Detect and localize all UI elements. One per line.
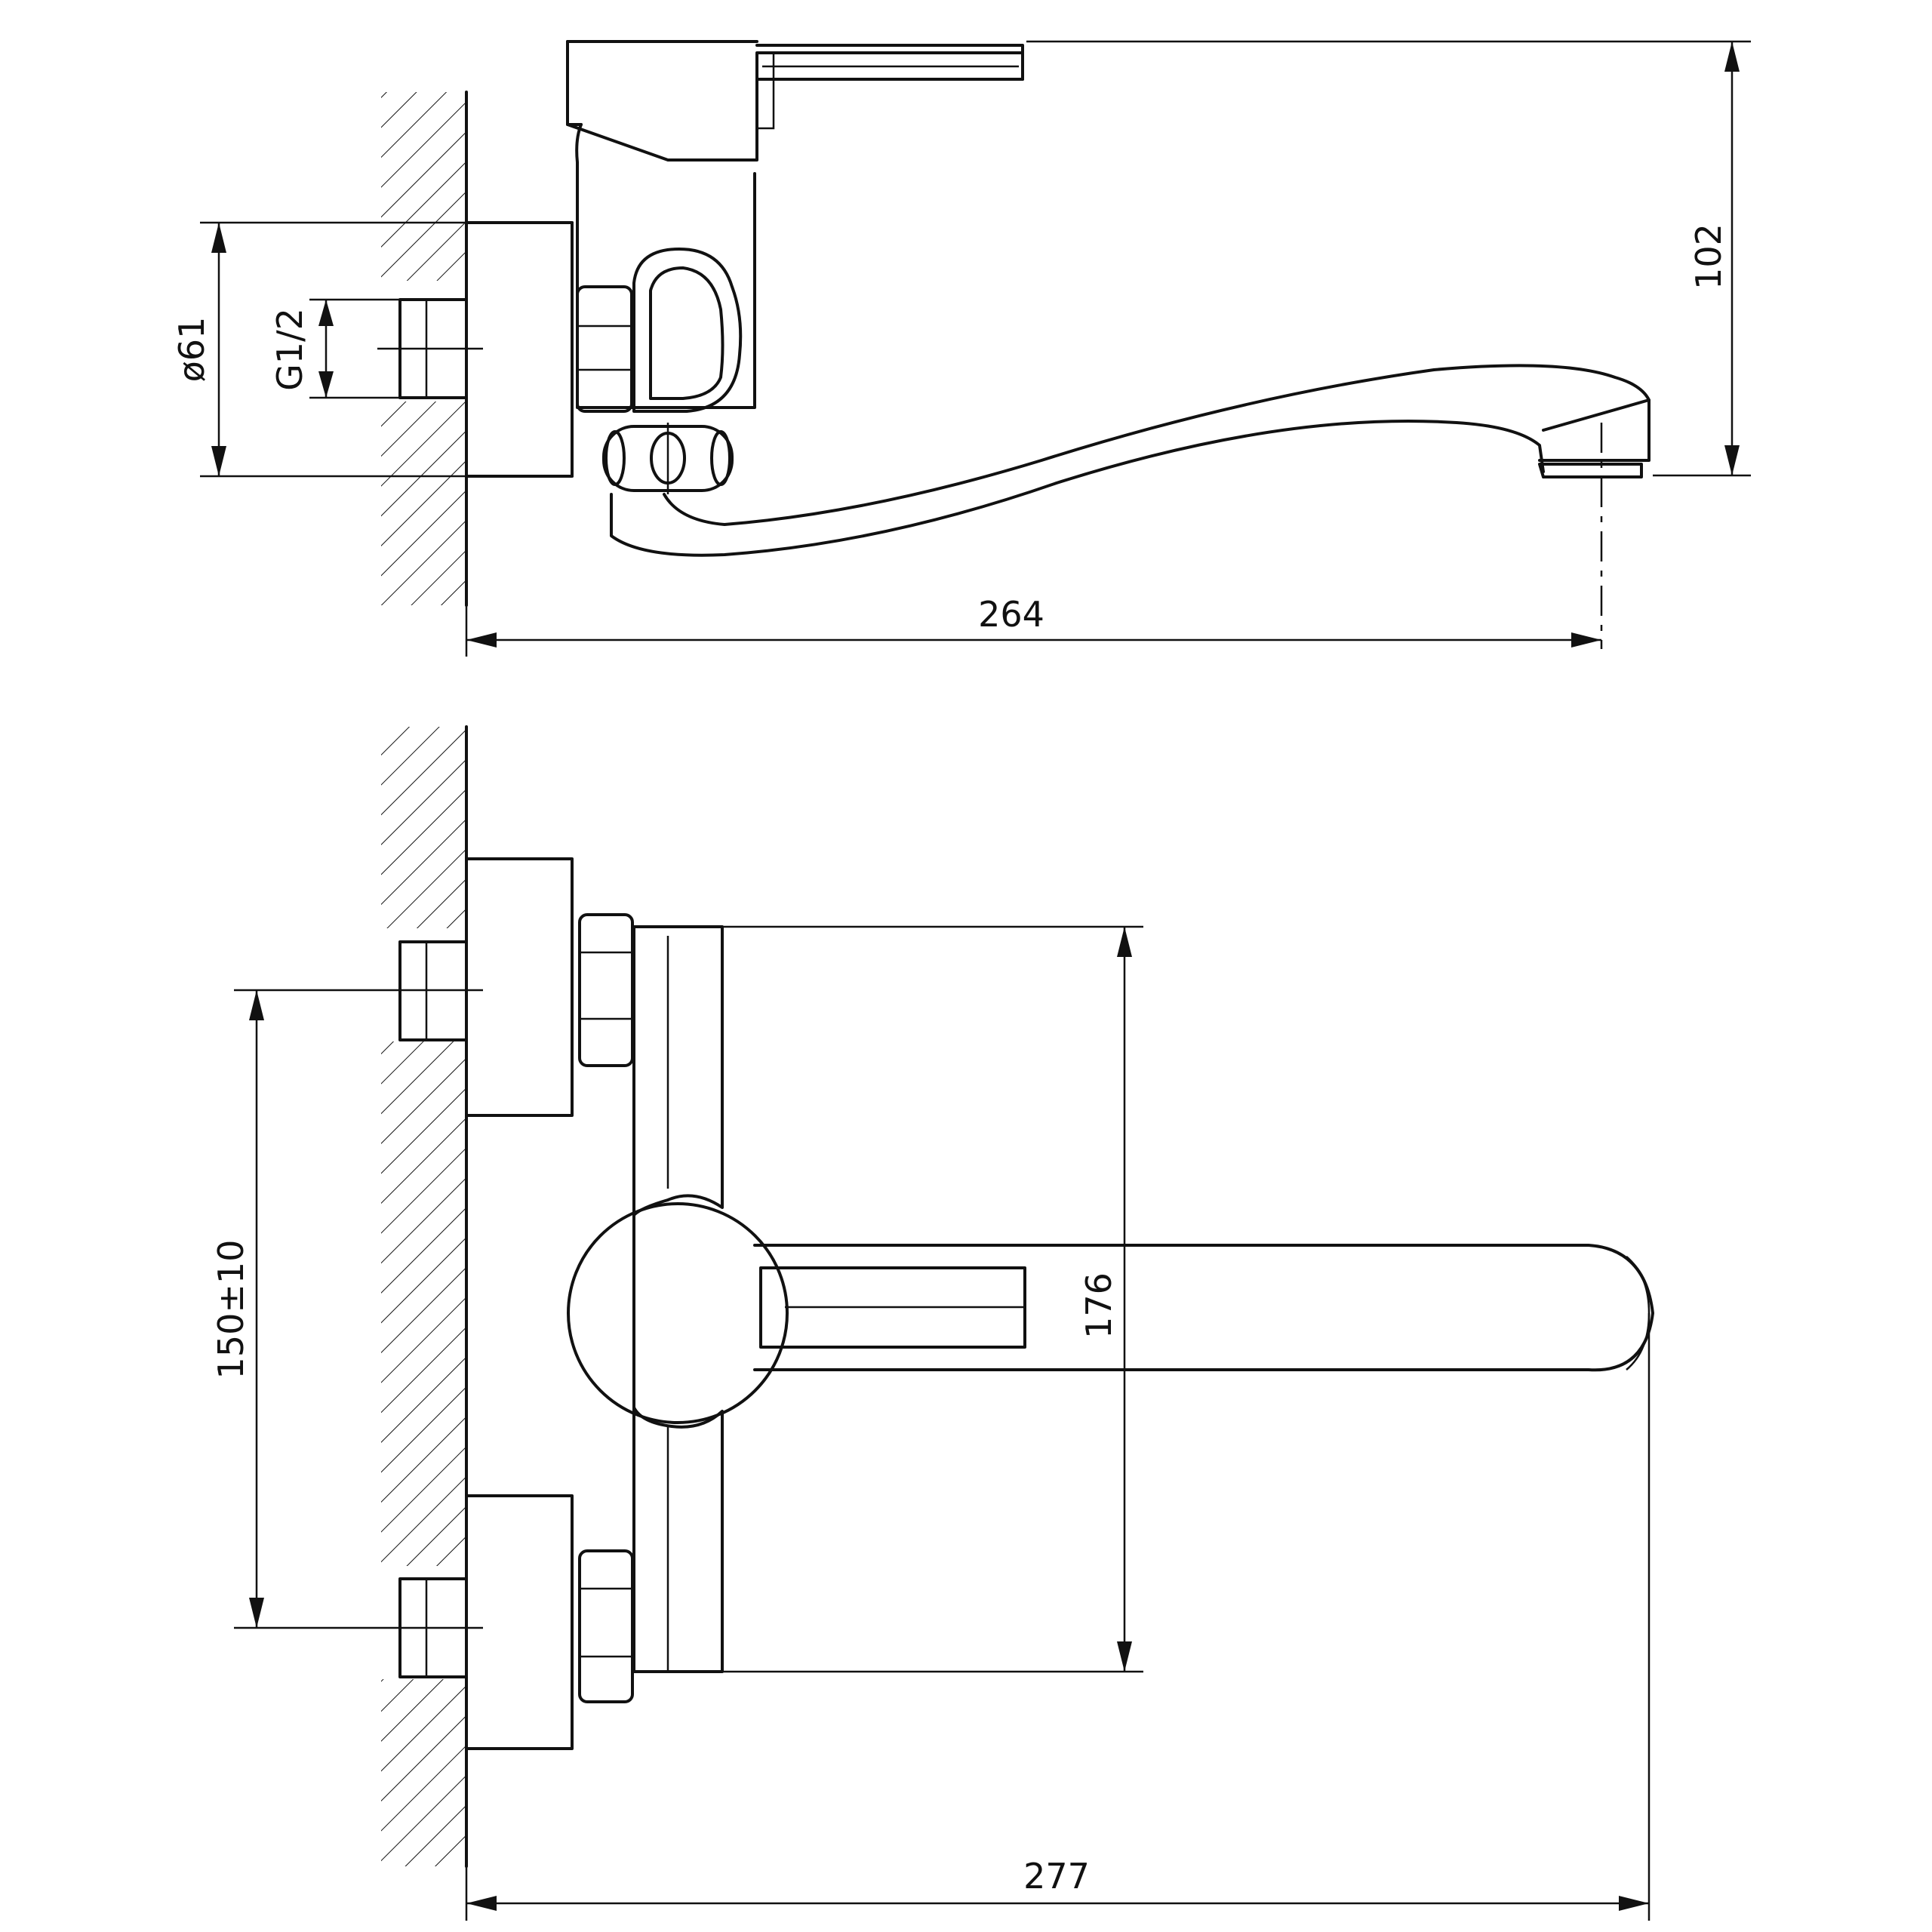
dimension-thread-size: G1/2: [269, 298, 400, 399]
dimension-body-height: 176: [722, 925, 1143, 1673]
label-center-distance: 150±10: [211, 1240, 251, 1380]
swivel-ring-side: [602, 423, 734, 494]
mixer-body-top: [567, 925, 789, 1673]
spout-side: [610, 364, 1651, 557]
label-flange-diameter: ø61: [171, 317, 212, 383]
dimension-overall-height: 102: [1026, 40, 1751, 477]
label-projection-side: 264: [978, 594, 1044, 635]
dimension-projection-top: 277: [465, 1313, 1651, 1921]
label-thread-size: G1/2: [269, 308, 310, 391]
hex-nut-top: [576, 285, 633, 413]
wall-flange-upper: [465, 857, 574, 1117]
wall-hatch-bottom: [381, 725, 468, 1868]
wall-flange-lower: [465, 1494, 574, 1750]
label-projection-top: 277: [1023, 1856, 1090, 1897]
diverter-handle-side: [632, 248, 743, 413]
side-view: 102 ø61 G1/2 264: [171, 40, 1751, 657]
dimension-center-distance: 150±10: [211, 990, 264, 1628]
mixer-body-side: [566, 40, 1024, 409]
hex-nut-lower: [578, 1549, 634, 1703]
label-overall-height: 102: [1688, 223, 1729, 290]
dimension-projection-side: 264: [465, 594, 1601, 657]
top-view: 150±10 176 277: [211, 725, 1654, 1921]
cartridge-cap: [567, 1202, 789, 1424]
dimension-flange-diameter: ø61: [171, 221, 574, 478]
lever-top: [759, 1266, 1026, 1349]
hex-nut-upper: [578, 913, 634, 1067]
label-body-height: 176: [1078, 1272, 1119, 1339]
